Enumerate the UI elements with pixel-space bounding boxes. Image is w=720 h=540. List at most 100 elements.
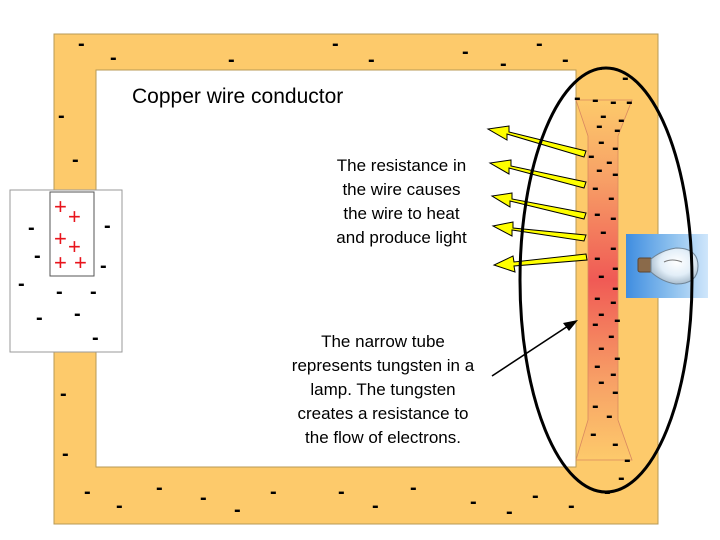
positive-charge-symbol: + [68, 234, 81, 259]
electron-symbol: - [588, 145, 595, 167]
positive-charge-symbol: + [54, 194, 67, 219]
electron-symbol: - [610, 291, 617, 313]
electron-symbol: - [626, 91, 633, 113]
light-rays [486, 125, 588, 273]
positive-charge-symbol: + [74, 250, 87, 275]
electron-symbol: - [592, 395, 599, 417]
electron-symbol: - [72, 149, 79, 171]
electron-symbol: - [372, 495, 379, 517]
electron-symbol: - [78, 33, 85, 55]
electron-symbol: - [116, 495, 123, 517]
electron-symbol: - [606, 405, 613, 427]
electron-symbol: - [614, 119, 621, 141]
electron-symbol: - [612, 433, 619, 455]
electron-symbol: - [612, 163, 619, 185]
electron-symbol: - [598, 265, 605, 287]
electron-symbol: - [612, 381, 619, 403]
positive-charge-symbol: + [54, 250, 67, 275]
electron-symbol: - [110, 47, 117, 69]
light-ray-arrow [488, 159, 587, 189]
electron-symbol: - [156, 477, 163, 499]
electron-symbol: - [624, 449, 631, 471]
electron-symbol: - [62, 443, 69, 465]
electron-symbol: - [612, 277, 619, 299]
electron-symbol: - [58, 105, 65, 127]
electron-symbol: - [612, 137, 619, 159]
electron-symbol: - [614, 347, 621, 369]
electron-symbol: - [606, 151, 613, 173]
electron-symbol: - [470, 491, 477, 513]
electron-symbol: - [618, 467, 625, 489]
electron-symbol: - [532, 485, 539, 507]
electron-symbol: - [622, 67, 629, 89]
electron-symbol: - [104, 215, 111, 237]
electron-symbol: - [600, 221, 607, 243]
electron-symbol: - [614, 309, 621, 331]
electron-symbol: - [60, 383, 67, 405]
electron-symbol: - [608, 325, 615, 347]
light-ray-arrow [486, 125, 587, 158]
electron-symbol: - [270, 481, 277, 503]
resistance-highlight-ellipse [518, 66, 694, 494]
electron-symbol: - [618, 109, 625, 131]
electron-symbol: - [234, 499, 241, 521]
light-ray-arrow [490, 192, 587, 220]
electron-symbol: - [462, 41, 469, 63]
electron-symbol: - [562, 49, 569, 71]
electron-symbol: - [100, 255, 107, 277]
electron-symbol: - [28, 217, 35, 239]
electron-symbol: - [506, 501, 513, 523]
electron-symbol: - [610, 363, 617, 385]
electron-symbol: - [34, 245, 41, 267]
electron-symbol: - [18, 273, 25, 295]
electron-symbol: - [500, 53, 507, 75]
electron-symbol: - [600, 105, 607, 127]
electron-symbol: - [596, 115, 603, 137]
light-ray-arrow [492, 253, 588, 273]
electron-symbol: - [74, 303, 81, 325]
electron-symbol: - [338, 481, 345, 503]
light-bulb-icon [637, 247, 699, 285]
electron-symbol: - [332, 33, 339, 55]
tungsten-filament-section [575, 99, 633, 461]
resistance-explanation: The resistance in the wire causes the wi… [336, 156, 467, 247]
light-ray-arrow [491, 221, 587, 242]
pointer-arrow [491, 320, 578, 377]
electron-symbol: - [594, 287, 601, 309]
electron-symbol: - [368, 49, 375, 71]
electron-symbol: - [598, 337, 605, 359]
electron-symbol: - [610, 207, 617, 229]
electron-symbol: - [598, 303, 605, 325]
battery-positive-terminal [49, 191, 95, 277]
positive-charge-symbol: + [68, 204, 81, 229]
electron-symbol: - [84, 481, 91, 503]
electron-symbol: - [56, 281, 63, 303]
electron-symbol: - [568, 495, 575, 517]
electron-symbol: - [200, 487, 207, 509]
electron-symbol: - [90, 281, 97, 303]
electron-symbol: - [612, 257, 619, 279]
electron-symbol: - [574, 87, 581, 109]
electron-symbol: - [590, 423, 597, 445]
electron-symbol: - [596, 159, 603, 181]
electron-symbol: - [608, 187, 615, 209]
tungsten-explanation: The narrow tube represents tungsten in a… [291, 332, 475, 447]
electron-symbol: - [228, 49, 235, 71]
electron-symbol: - [592, 313, 599, 335]
electron-symbol: - [594, 247, 601, 269]
electron-symbol: - [610, 91, 617, 113]
electron-symbol: - [92, 327, 99, 349]
electron-symbol: - [592, 89, 599, 111]
electron-symbol: - [410, 477, 417, 499]
electron-symbol: - [596, 57, 603, 79]
electron-symbol: - [536, 33, 543, 55]
positive-charge-symbol: + [54, 226, 67, 251]
electron-symbol: - [598, 131, 605, 153]
electron-symbol: - [604, 481, 611, 503]
electron-symbol: - [36, 307, 43, 329]
electron-symbol: - [598, 371, 605, 393]
electron-symbol: - [594, 203, 601, 225]
copper-wire-label: Copper wire conductor [132, 85, 344, 108]
electron-symbol: - [592, 177, 599, 199]
